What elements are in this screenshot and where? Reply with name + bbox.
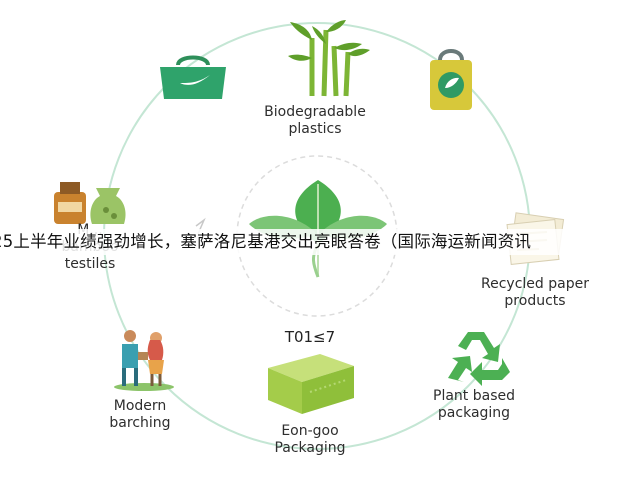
jars-icon	[54, 182, 126, 224]
leaf-icon	[249, 180, 387, 278]
eco-tag-icon	[430, 49, 472, 110]
shopping-bag-icon	[160, 55, 226, 99]
green-box-icon	[268, 354, 354, 414]
center-code: T01≤7	[284, 328, 336, 346]
bamboo-icon	[288, 20, 370, 97]
recycle-icon	[448, 332, 510, 386]
people-icon	[114, 330, 174, 391]
overlay-banner: 25上半年业绩强劲增长，塞萨洛尼基港交出亮眼答卷（国际海运新闻资讯	[0, 229, 640, 255]
